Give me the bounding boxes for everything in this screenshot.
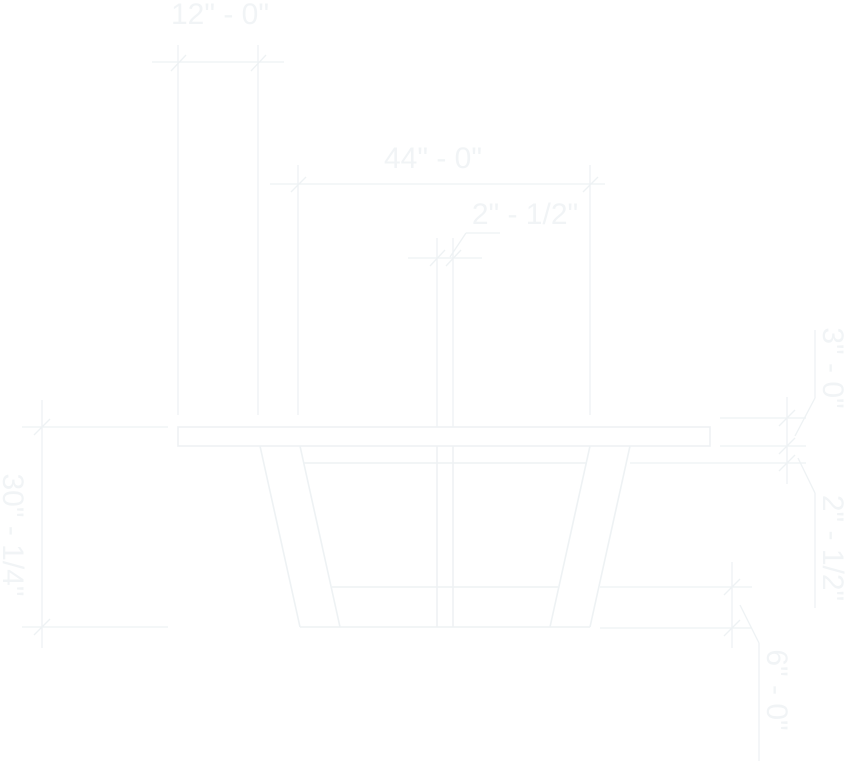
dimension-top-thickness: 3" - 0" 2" - 1/2": [630, 327, 847, 608]
center-post: [436, 446, 454, 627]
table: [177, 426, 711, 628]
left-leg: [259, 445, 341, 628]
dimension-top-overhang: 12" - 0": [152, 0, 284, 415]
dim-label-apron: 2" - 1/2": [816, 495, 847, 601]
dimension-stretcher: 6" - 0": [600, 562, 793, 761]
right-leg: [549, 445, 631, 628]
dim-label-top-thickness: 3" - 0": [816, 327, 847, 408]
dimension-leg-span: 44" - 0": [270, 142, 605, 415]
dimension-center-post: 2" - 1/2": [408, 198, 578, 427]
dim-label-stretcher: 6" - 0": [760, 649, 793, 730]
dim-label-center-post: 2" - 1/2": [472, 198, 578, 231]
dim-label-overall-height: 30" - 1/4": [0, 473, 29, 596]
dimension-overall-height: 30" - 1/4": [0, 400, 168, 648]
dim-label-top-overhang: 12" - 0": [171, 0, 269, 31]
tabletop: [177, 426, 711, 447]
dim-label-leg-span: 44" - 0": [384, 142, 482, 175]
